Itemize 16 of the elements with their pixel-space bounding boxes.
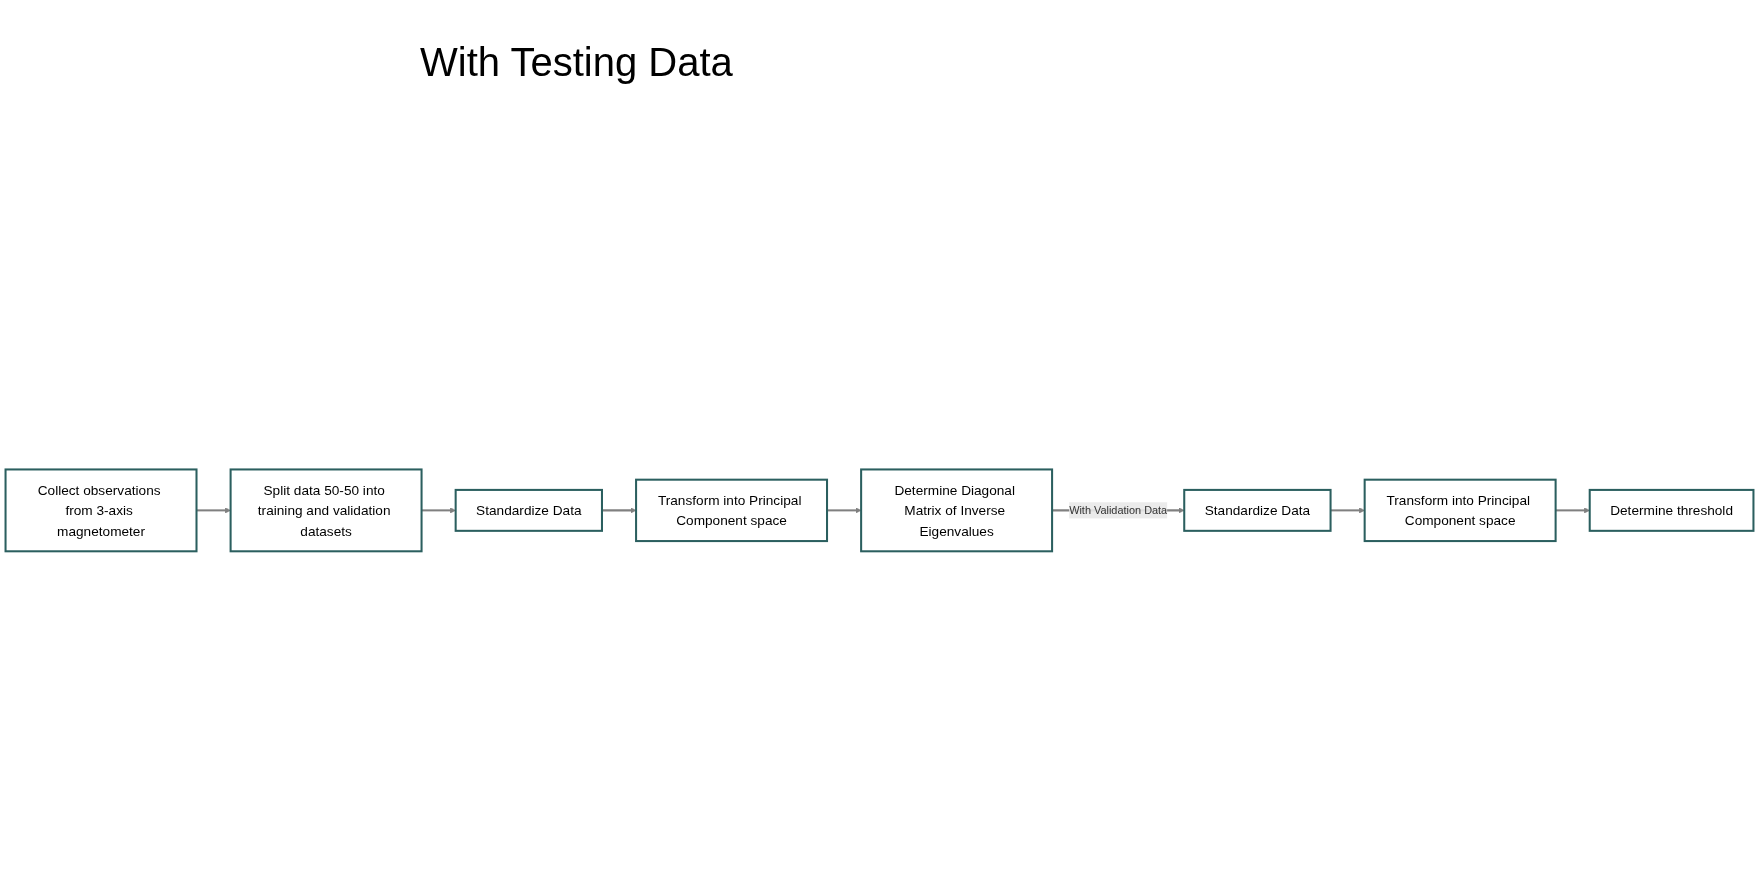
arrow bbox=[196, 507, 231, 513]
arrow bbox=[421, 507, 456, 513]
node-box: Determine threshold bbox=[1588, 488, 1755, 532]
arrow bbox=[827, 507, 862, 513]
edge-label: With Validation Data bbox=[1069, 503, 1168, 516]
node-box: Transform into Principal Component space bbox=[1363, 478, 1557, 542]
node-box: Standardize Data bbox=[1183, 488, 1332, 532]
arrow bbox=[601, 507, 637, 513]
node-box: Determine Diagonal Matrix of Inverse Eigenvalues bbox=[860, 468, 1054, 552]
node-box: Standardize Data bbox=[454, 488, 603, 532]
arrow bbox=[1330, 507, 1365, 513]
node-box: Split data 50-50 into training and validation datasets bbox=[229, 468, 423, 552]
node-box: Transform into Principal Component space bbox=[635, 478, 829, 542]
arrow bbox=[1555, 507, 1590, 513]
node-box: Collect observations from 3-axis magnetometer bbox=[4, 468, 198, 552]
note-text: With Testing Data bbox=[420, 40, 733, 85]
